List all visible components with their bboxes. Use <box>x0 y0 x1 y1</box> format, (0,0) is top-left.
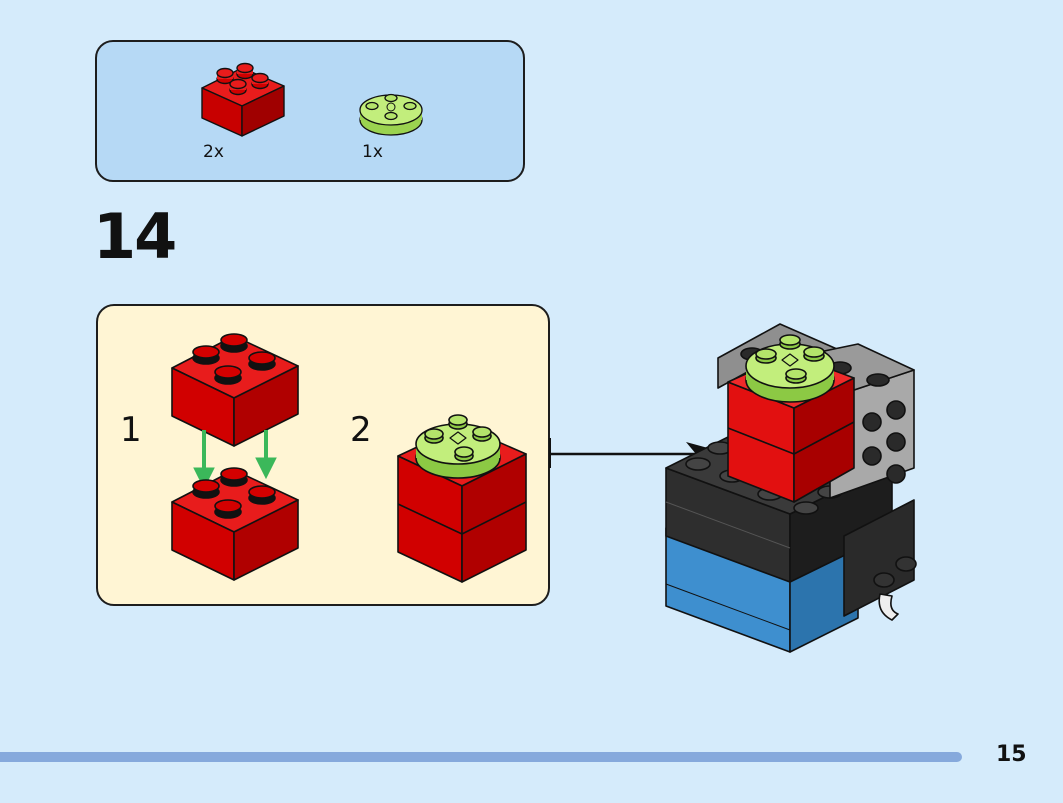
page-number: 15 <box>996 742 1027 767</box>
part-red-brick-image <box>201 62 285 137</box>
part-lime-round-plate-image <box>359 93 423 136</box>
substep1-top-red-brick <box>171 333 299 447</box>
substep-label-1: 1 <box>120 410 142 450</box>
step-number: 14 <box>93 200 177 273</box>
substep2-stacked-bricks <box>397 414 527 583</box>
part-quantity-red-brick: 2x <box>203 142 224 162</box>
substep1-bottom-red-brick <box>171 467 299 581</box>
parts-list-box <box>95 40 525 182</box>
part-quantity-lime-plate: 1x <box>362 142 383 162</box>
main-model-image <box>665 323 917 653</box>
substep-label-2: 2 <box>350 410 372 450</box>
substep1-green-arrows <box>193 430 277 490</box>
progress-bar <box>0 752 962 762</box>
